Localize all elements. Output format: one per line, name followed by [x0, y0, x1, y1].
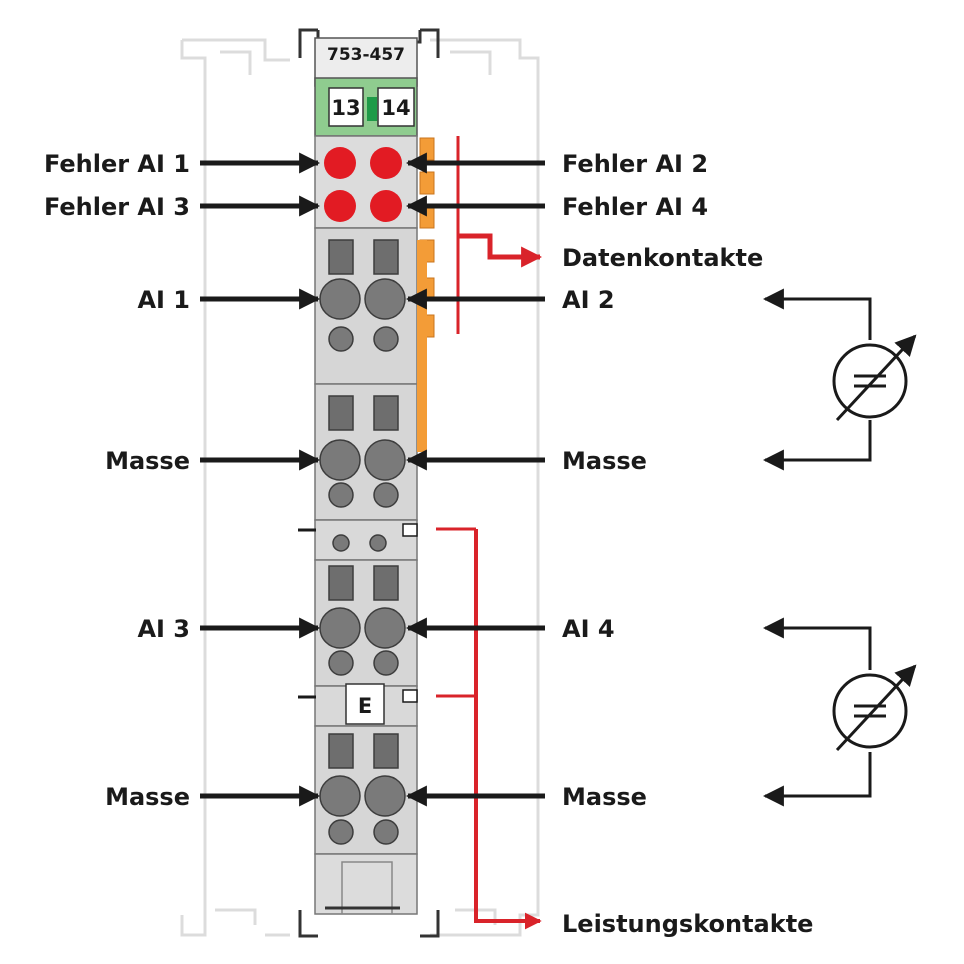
clamp-ai2: [364, 278, 406, 320]
release-button: [328, 239, 354, 275]
test-point: [373, 819, 399, 845]
label-masse-right-2: Masse: [562, 783, 647, 811]
led-fehler-ai4: [370, 190, 402, 222]
label-ai3: AI 3: [137, 615, 190, 643]
label-datenkontakte: Datenkontakte: [562, 244, 763, 272]
module-part-number: 753-457: [327, 45, 405, 65]
label-leistungskontakte: Leistungskontakte: [562, 910, 813, 938]
clamp-masse-2: [364, 439, 406, 481]
neighbor-module-outline-left: [180, 38, 290, 937]
release-button: [373, 239, 399, 275]
power-contact-marks: [298, 523, 418, 703]
test-point: [373, 482, 399, 508]
terminals: [319, 239, 406, 845]
test-point: [328, 819, 354, 845]
release-button: [373, 565, 399, 601]
marker-card-14: [377, 87, 415, 127]
clamp-ai4: [364, 607, 406, 649]
marker-card-13: [328, 87, 364, 127]
clamp-ai1: [319, 278, 361, 320]
led-fehler-ai1: [324, 147, 356, 179]
clamp-masse-4: [364, 775, 406, 817]
release-button: [328, 565, 354, 601]
data-contacts-bus: [456, 136, 543, 334]
release-button: [328, 395, 354, 431]
test-point: [328, 482, 354, 508]
label-fehler-ai3: Fehler AI 3: [44, 193, 190, 221]
clamp-masse-3: [319, 775, 361, 817]
label-fehler-ai4: Fehler AI 4: [562, 193, 708, 221]
clamp-masse-1: [319, 439, 361, 481]
release-button: [373, 395, 399, 431]
power-jumper: [369, 534, 387, 552]
error-leds: [324, 147, 402, 222]
power-jumper: [332, 534, 350, 552]
release-button: [328, 733, 354, 769]
data-contacts: [417, 137, 435, 452]
label-ai2: AI 2: [562, 286, 615, 314]
marker-14-label: 14: [381, 96, 410, 120]
marker-13-label: 13: [331, 96, 360, 120]
marker-divider: [367, 97, 377, 121]
test-point: [373, 326, 399, 352]
left-arrows: [200, 152, 321, 807]
led-fehler-ai3: [324, 190, 356, 222]
variable-current-source-icon: [762, 617, 917, 807]
label-ai1: AI 1: [137, 286, 190, 314]
test-point: [373, 650, 399, 676]
neighbor-module-outline-right: [430, 38, 540, 937]
marker-e-card: [345, 683, 385, 725]
power-contacts-bus: [436, 527, 542, 930]
bottom-latch: [298, 906, 440, 938]
label-fehler-ai2: Fehler AI 2: [562, 150, 708, 178]
label-masse-left-2: Masse: [105, 783, 190, 811]
label-masse-left-1: Masse: [105, 447, 190, 475]
label-ai4: AI 4: [562, 615, 615, 643]
clamp-ai3: [319, 607, 361, 649]
led-fehler-ai2: [370, 147, 402, 179]
release-button: [373, 733, 399, 769]
variable-current-source-icon: [762, 288, 917, 471]
test-point: [328, 326, 354, 352]
right-arrows: [405, 152, 545, 807]
test-point: [328, 650, 354, 676]
label-fehler-ai1: Fehler AI 1: [44, 150, 190, 178]
label-masse-right-1: Masse: [562, 447, 647, 475]
marker-e-label: E: [358, 694, 372, 718]
